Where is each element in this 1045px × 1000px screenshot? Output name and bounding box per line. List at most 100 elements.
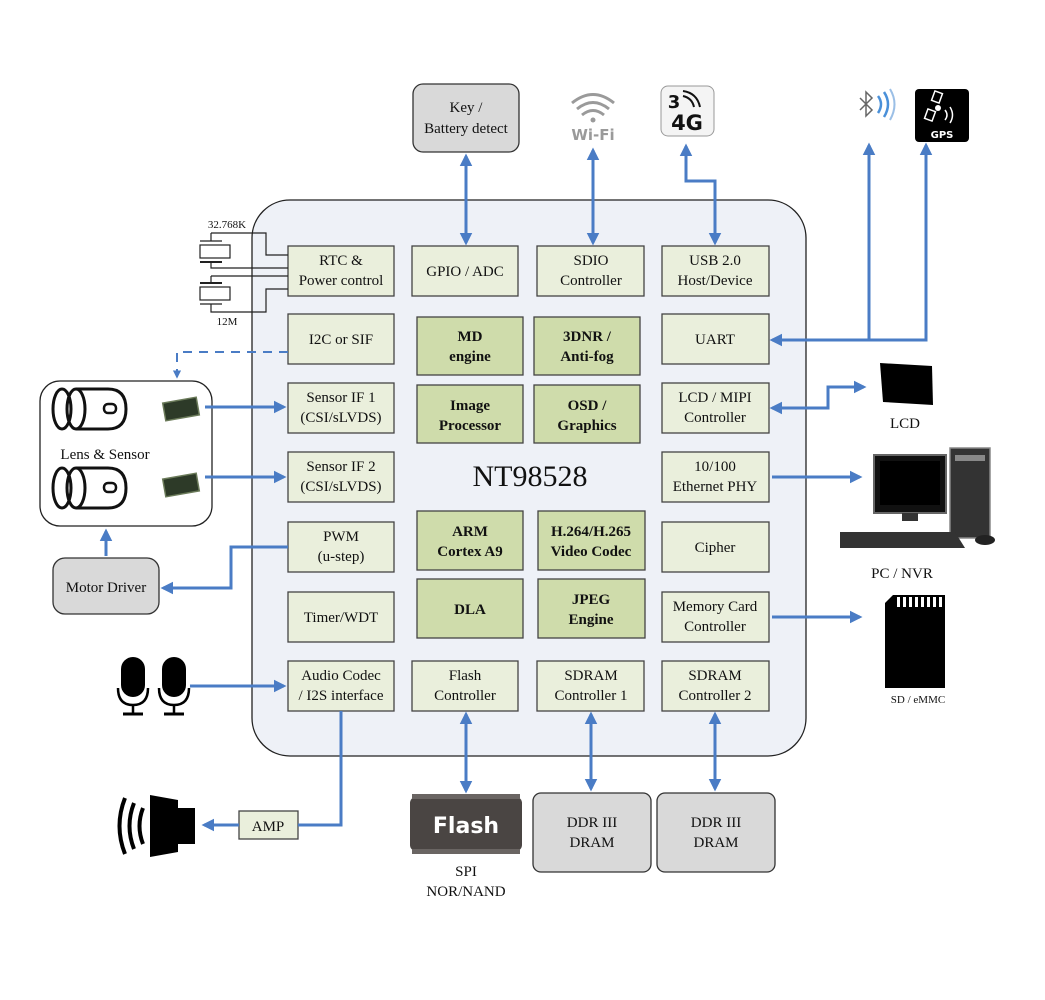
pc-nvr-label: PC / NVR <box>871 566 933 582</box>
svg-text:Sensor IF 1: Sensor IF 1 <box>306 390 375 406</box>
svg-text:Video Codec: Video Codec <box>551 544 632 560</box>
block-lcd-mipi[interactable]: LCD / MIPI Controller <box>661 382 770 434</box>
core-dla[interactable]: DLA <box>416 578 524 639</box>
svg-text:engine: engine <box>449 349 491 365</box>
svg-text:DLA: DLA <box>454 602 486 618</box>
block-sdram-controller-2[interactable]: SDRAM Controller 2 <box>661 660 770 712</box>
svg-text:Anti-fog: Anti-fog <box>560 349 614 365</box>
svg-text:Power control: Power control <box>299 273 384 289</box>
svg-text:SDRAM: SDRAM <box>688 668 741 684</box>
svg-text:3DNR /: 3DNR / <box>563 329 612 345</box>
svg-text:Controller 1: Controller 1 <box>555 688 628 704</box>
svg-text:Battery detect: Battery detect <box>424 121 509 137</box>
svg-text:MD: MD <box>458 329 483 345</box>
block-cipher[interactable]: Cipher <box>661 521 770 573</box>
block-sensor-if2[interactable]: Sensor IF 2 (CSI/sLVDS) <box>287 451 395 503</box>
link-audio-amp <box>298 711 343 827</box>
svg-text:Engine: Engine <box>568 612 613 628</box>
ext-motor-driver[interactable]: Motor Driver <box>52 557 160 615</box>
svg-text:USB 2.0: USB 2.0 <box>689 253 741 269</box>
core-video-codec[interactable]: H.264/H.265 Video Codec <box>537 510 646 571</box>
ext-ddr3-dram-1[interactable]: DDR III DRAM <box>532 792 652 873</box>
svg-text:Sensor IF 2: Sensor IF 2 <box>306 459 375 475</box>
core-arm-cortex-a9[interactable]: ARM Cortex A9 <box>416 510 524 571</box>
lcd-icon <box>880 363 933 405</box>
svg-text:DDR III: DDR III <box>567 815 617 831</box>
svg-text:Audio Codec: Audio Codec <box>301 668 381 684</box>
block-uart[interactable]: UART <box>661 313 770 365</box>
flash-label-line2: NOR/NAND <box>426 884 505 900</box>
svg-text:DDR III: DDR III <box>691 815 741 831</box>
link-pwm-motor <box>160 545 288 595</box>
svg-text:Image: Image <box>450 398 490 414</box>
svg-text:JPEG: JPEG <box>572 592 611 608</box>
pc-nvr-icon <box>840 447 995 548</box>
flash-label-line1: SPI <box>455 864 477 880</box>
sensor-chip-icon <box>161 396 201 422</box>
svg-text:Cortex A9: Cortex A9 <box>437 544 502 560</box>
block-usb[interactable]: USB 2.0 Host/Device <box>661 245 770 297</box>
svg-text:32.768K: 32.768K <box>208 219 246 231</box>
block-flash-controller[interactable]: Flash Controller <box>411 660 519 712</box>
svg-text:PWM: PWM <box>323 529 359 545</box>
svg-text:Ethernet PHY: Ethernet PHY <box>673 479 758 495</box>
svg-text:Key /: Key / <box>450 100 484 116</box>
lcd-label: LCD <box>890 416 920 432</box>
svg-text:Controller 2: Controller 2 <box>679 688 752 704</box>
block-sdram-controller-1[interactable]: SDRAM Controller 1 <box>536 660 645 712</box>
ext-key-battery[interactable]: Key / Battery detect <box>412 83 520 153</box>
svg-text:Timer/WDT: Timer/WDT <box>304 610 378 626</box>
svg-text:3: 3 <box>668 92 681 113</box>
ext-amp[interactable]: AMP <box>238 810 299 840</box>
svg-text:Flash: Flash <box>433 814 499 839</box>
svg-text:SDRAM: SDRAM <box>564 668 617 684</box>
link-gps-uart <box>869 142 933 342</box>
svg-text:OSD /: OSD / <box>568 398 608 414</box>
svg-text:AMP: AMP <box>252 819 285 835</box>
block-rtc-power[interactable]: RTC & Power control <box>287 245 395 297</box>
svg-text:Controller: Controller <box>684 410 746 426</box>
svg-text:ARM: ARM <box>452 524 488 540</box>
block-sensor-if1[interactable]: Sensor IF 1 (CSI/sLVDS) <box>287 382 395 434</box>
block-memory-card[interactable]: Memory Card Controller <box>661 591 770 643</box>
block-audio-codec[interactable]: Audio Codec / I2S interface <box>287 660 395 712</box>
core-image-processor[interactable]: Image Processor <box>416 384 524 444</box>
block-i2c[interactable]: I2C or SIF <box>287 313 395 365</box>
block-sdio[interactable]: SDIO Controller <box>536 245 645 297</box>
svg-text:Lens & Sensor: Lens & Sensor <box>60 447 149 463</box>
lens-icon <box>51 466 128 510</box>
svg-text:Flash: Flash <box>449 668 482 684</box>
core-jpeg-engine[interactable]: JPEG Engine <box>537 578 646 639</box>
svg-text:Memory Card: Memory Card <box>673 599 758 615</box>
wifi-icon: Wi-Fi <box>571 93 615 144</box>
chip-name: NT98528 <box>473 460 588 493</box>
ext-lens-sensor[interactable]: Lens & Sensor <box>39 380 213 527</box>
ext-ddr3-dram-2[interactable]: DDR III DRAM <box>656 792 776 873</box>
link-i2c-sensor <box>172 351 288 379</box>
svg-text:Controller: Controller <box>560 273 622 289</box>
svg-text:10/100: 10/100 <box>694 459 736 475</box>
block-ethernet[interactable]: 10/100 Ethernet PHY <box>661 451 770 503</box>
svg-text:UART: UART <box>695 332 735 348</box>
sd-emmc-label: SD / eMMC <box>891 694 945 706</box>
block-pwm[interactable]: PWM (u-step) <box>287 521 395 573</box>
crystal-oscillators: 32.768K 12M <box>199 219 288 328</box>
svg-text:DRAM: DRAM <box>693 835 738 851</box>
block-gpio-adc[interactable]: GPIO / ADC <box>411 245 519 297</box>
microphone-icon <box>157 657 191 716</box>
svg-text:/ I2S interface: / I2S interface <box>299 688 384 704</box>
svg-text:I2C or SIF: I2C or SIF <box>309 332 373 348</box>
sd-card-icon <box>885 595 945 688</box>
block-timer-wdt[interactable]: Timer/WDT <box>287 591 395 643</box>
bluetooth-icon <box>859 88 896 121</box>
core-3dnr[interactable]: 3DNR / Anti-fog <box>533 316 641 376</box>
svg-text:4G: 4G <box>671 111 703 135</box>
svg-text:SDIO: SDIO <box>573 253 608 269</box>
core-osd-graphics[interactable]: OSD / Graphics <box>533 384 641 444</box>
core-md-engine[interactable]: MD engine <box>416 316 524 376</box>
svg-text:(CSI/sLVDS): (CSI/sLVDS) <box>300 479 381 495</box>
flash-chip-icon: Flash <box>410 794 522 854</box>
cellular-3g-4g-icon: 3 4G <box>660 85 715 137</box>
svg-text:12M: 12M <box>217 316 238 328</box>
